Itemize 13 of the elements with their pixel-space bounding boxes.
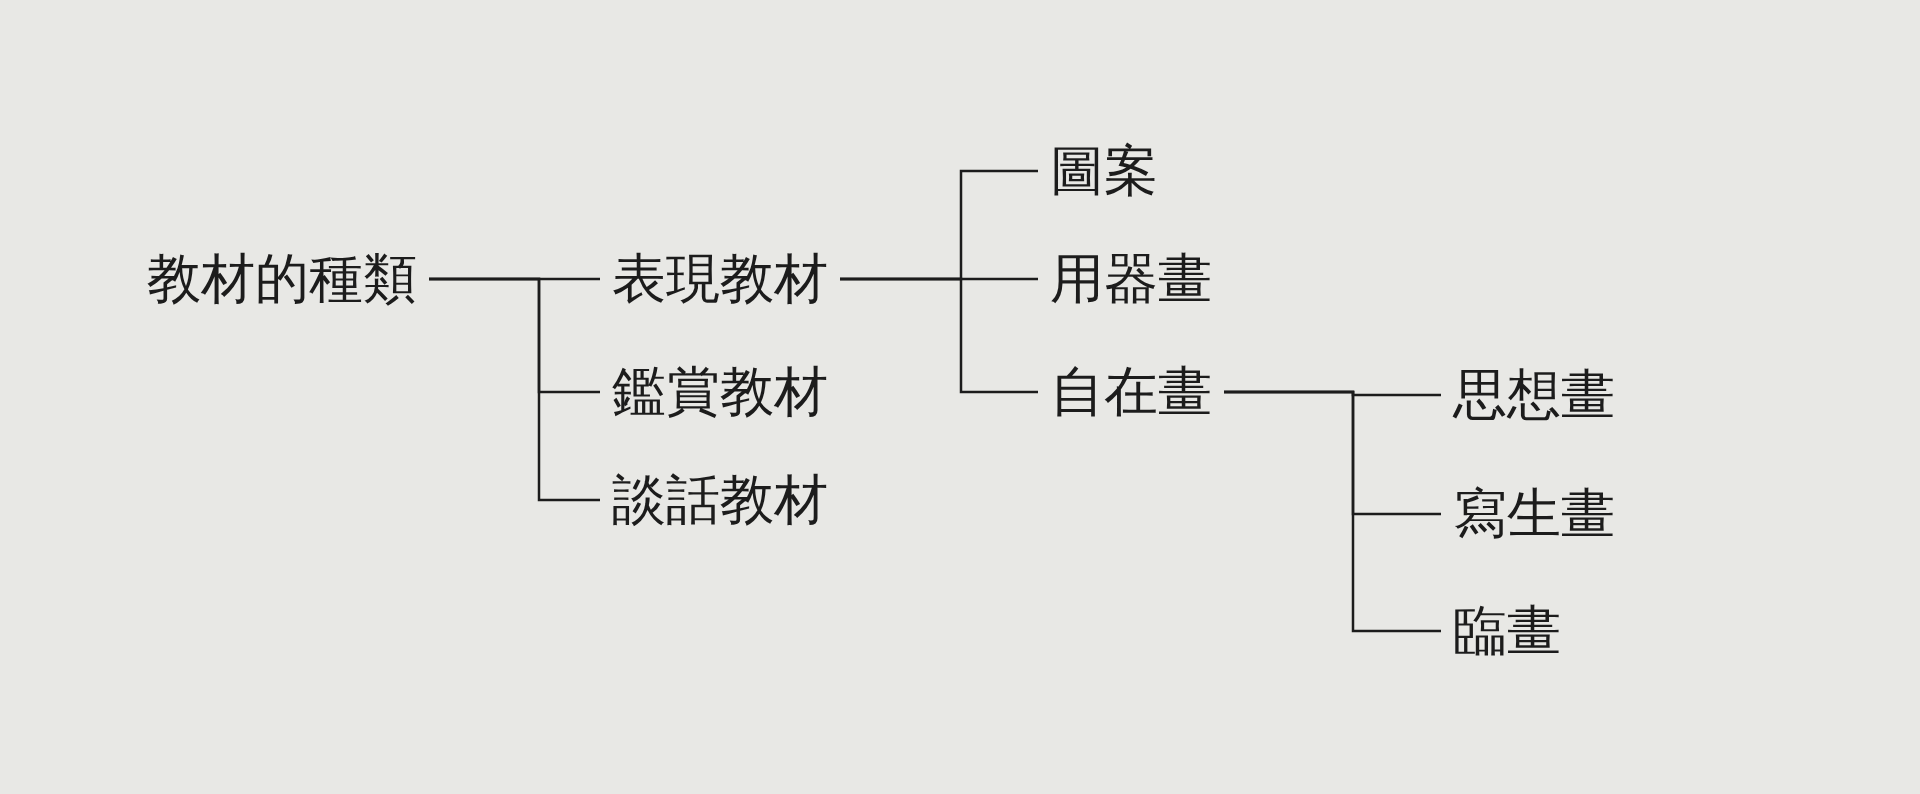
tree-item-label: 寫生畫 bbox=[1453, 479, 1615, 549]
tree-item-label: 鑑賞教材 bbox=[612, 357, 828, 427]
tree-item-label: 自在畫 bbox=[1050, 357, 1212, 427]
tree-item-label: 談話教材 bbox=[612, 465, 828, 535]
connector-line bbox=[1224, 390, 1441, 633]
tree-item-label: 用器畫 bbox=[1050, 244, 1212, 314]
tree-item-label: 圖案 bbox=[1050, 136, 1158, 206]
tree-item-label: 表現教材 bbox=[612, 244, 828, 314]
tree-item-label: 教材的種類 bbox=[147, 244, 417, 314]
tree-item-label: 思想畫 bbox=[1453, 360, 1615, 430]
connector-line bbox=[429, 277, 600, 502]
connector-line bbox=[840, 277, 1038, 394]
tree-item-label: 臨畫 bbox=[1453, 596, 1561, 666]
